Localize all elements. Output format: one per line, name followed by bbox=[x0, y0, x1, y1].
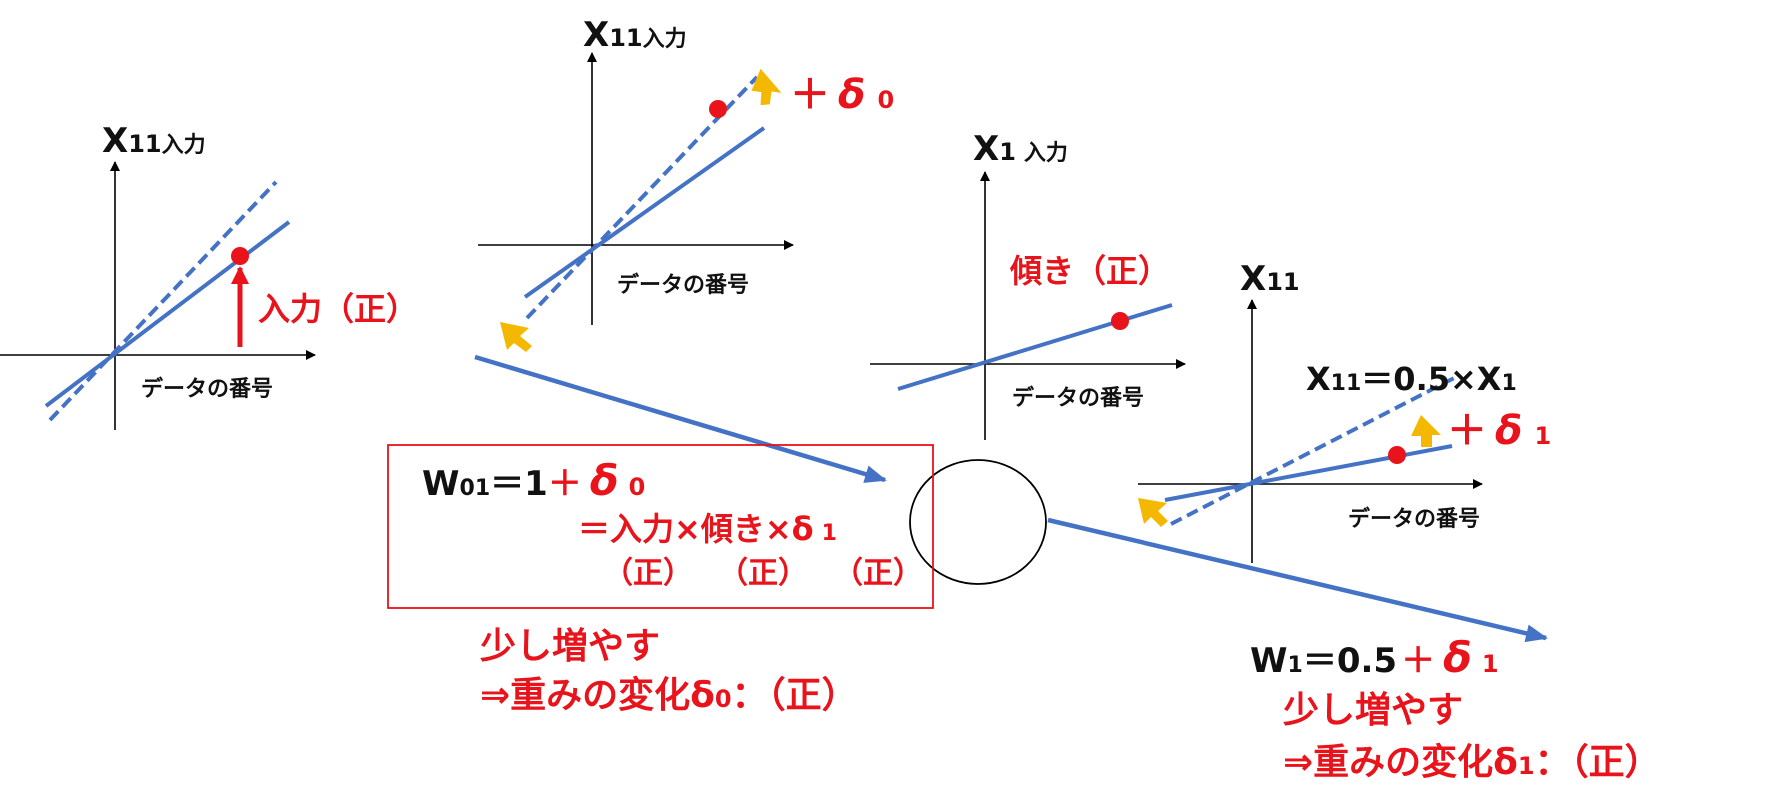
solid-line bbox=[523, 126, 766, 299]
solid-line bbox=[44, 220, 291, 408]
y-label-sub: 11 bbox=[128, 130, 161, 158]
w1-value: ＝0.5 bbox=[1303, 641, 1397, 681]
y-label-tail: 入力 bbox=[643, 27, 687, 52]
delta-symbol: δ bbox=[1495, 408, 1522, 454]
sign-slope: （正） bbox=[718, 556, 808, 591]
svg-text:X11: X11 bbox=[1240, 259, 1300, 299]
svg-text:⇒重みの変化δ0：（正）: ⇒重みの変化δ0：（正） bbox=[480, 674, 858, 716]
svg-text:X11入力: X11入力 bbox=[102, 121, 206, 161]
w1-plus: ＋ bbox=[1401, 641, 1435, 681]
delta-plus: ＋ bbox=[1447, 408, 1487, 454]
w01-value: ＝1 bbox=[490, 464, 548, 504]
x-axis-label: データの番号 bbox=[1348, 506, 1480, 532]
y-label-sub: 11 bbox=[609, 24, 642, 52]
y-label-tail: 入力 bbox=[1024, 141, 1068, 166]
note-line2: ⇒重みの変化δ bbox=[1283, 741, 1518, 783]
dashed-line bbox=[1170, 375, 1457, 526]
delta-sub: 1 bbox=[1534, 422, 1551, 450]
note-line2-sub: 0 bbox=[715, 685, 732, 713]
note-line2-tail: ：（正） bbox=[732, 675, 858, 716]
x-axis-label: データの番号 bbox=[617, 272, 749, 298]
equation-mid: ＝0.5×X bbox=[1361, 360, 1502, 398]
w01-delta: δ bbox=[590, 456, 619, 505]
solid-line bbox=[897, 303, 1173, 391]
y-label-main: X bbox=[583, 15, 609, 55]
w1-main: W bbox=[1250, 641, 1288, 681]
formula-box-frame bbox=[387, 444, 934, 609]
neuron-node bbox=[909, 459, 1047, 585]
svg-text:X11＝0.5×X1: X11＝0.5×X1 bbox=[1306, 360, 1517, 398]
equation-lhs: X bbox=[1306, 360, 1331, 398]
w01-delta-sub: 0 bbox=[629, 473, 646, 501]
formula-line2-sub: 1 bbox=[822, 521, 837, 546]
y-label-tail: 入力 bbox=[162, 133, 206, 158]
w1-delta-sub: 1 bbox=[1482, 650, 1499, 678]
input-connection-arrow bbox=[474, 354, 887, 483]
input-annotation: 入力（正） bbox=[258, 290, 418, 328]
dashed-line bbox=[48, 180, 278, 422]
svg-text:W01＝1＋δ0: W01＝1＋δ0 bbox=[422, 456, 645, 505]
note-line2: ⇒重みの変化δ bbox=[480, 674, 715, 716]
formula-line2: ＝入力×傾き×δ bbox=[578, 510, 814, 548]
w01-sub: 01 bbox=[460, 476, 491, 501]
gold-down-arrow-icon bbox=[500, 322, 532, 352]
y-label-sub: 1 bbox=[999, 138, 1016, 166]
w1-sub: 1 bbox=[1288, 653, 1303, 678]
data-point bbox=[1111, 312, 1129, 330]
sign-input: （正） bbox=[603, 556, 693, 591]
svg-text:W1＝0.5＋δ1: W1＝0.5＋δ1 bbox=[1250, 633, 1499, 682]
w01-note: 少し増やす ⇒重みの変化δ0：（正） bbox=[480, 626, 858, 716]
sign-delta: （正） bbox=[833, 556, 923, 591]
delta-plus: ＋ bbox=[790, 72, 830, 118]
graph-input-x11: X11入力 データの番号 入力（正） bbox=[0, 121, 418, 430]
x-axis-label: データの番号 bbox=[141, 376, 273, 402]
w01-main: W bbox=[422, 464, 460, 504]
svg-text:＝入力×傾き×δ1: ＝入力×傾き×δ 1 bbox=[578, 510, 837, 548]
svg-text:＋δ1: ＋δ1 bbox=[1447, 408, 1551, 454]
svg-text:⇒重みの変化δ1：（正）: ⇒重みの変化δ1：（正） bbox=[1283, 741, 1661, 783]
y-label-main: X bbox=[1240, 259, 1266, 299]
svg-text:＋δ0: ＋δ0 bbox=[790, 72, 894, 118]
delta-symbol: δ bbox=[838, 72, 865, 118]
note-line2-tail: ：（正） bbox=[1535, 742, 1661, 783]
y-label-sub: 11 bbox=[1266, 268, 1299, 296]
svg-text:X11入力: X11入力 bbox=[583, 15, 687, 55]
output-connection-arrow bbox=[1047, 517, 1548, 643]
note-line1: 少し増やす bbox=[1283, 690, 1463, 731]
data-point bbox=[1388, 446, 1406, 464]
gold-up-arrow-icon bbox=[1411, 415, 1441, 447]
y-label-main: X bbox=[973, 129, 999, 169]
delta-sub: 0 bbox=[877, 86, 894, 114]
data-point bbox=[231, 247, 249, 265]
slope-annotation: 傾き（正） bbox=[1009, 252, 1170, 290]
w01-plus: ＋ bbox=[548, 464, 582, 504]
w1-note: 少し増やす ⇒重みの変化δ1：（正） bbox=[1283, 690, 1661, 783]
note-line1: 少し増やす bbox=[480, 626, 660, 667]
w1-delta: δ bbox=[1443, 633, 1472, 682]
gold-down-arrow-icon bbox=[1138, 498, 1168, 527]
data-point bbox=[709, 100, 727, 118]
x-axis-label: データの番号 bbox=[1012, 385, 1144, 411]
y-label-main: X bbox=[102, 121, 128, 161]
gold-up-arrow-icon bbox=[751, 68, 782, 106]
graph-input-x1: X1 入力 データの番号 傾き（正） bbox=[870, 129, 1186, 440]
equation-rhs-sub: 1 bbox=[1501, 371, 1516, 396]
equation-lhs-sub: 11 bbox=[1331, 371, 1362, 396]
note-line2-sub: 1 bbox=[1518, 752, 1535, 780]
